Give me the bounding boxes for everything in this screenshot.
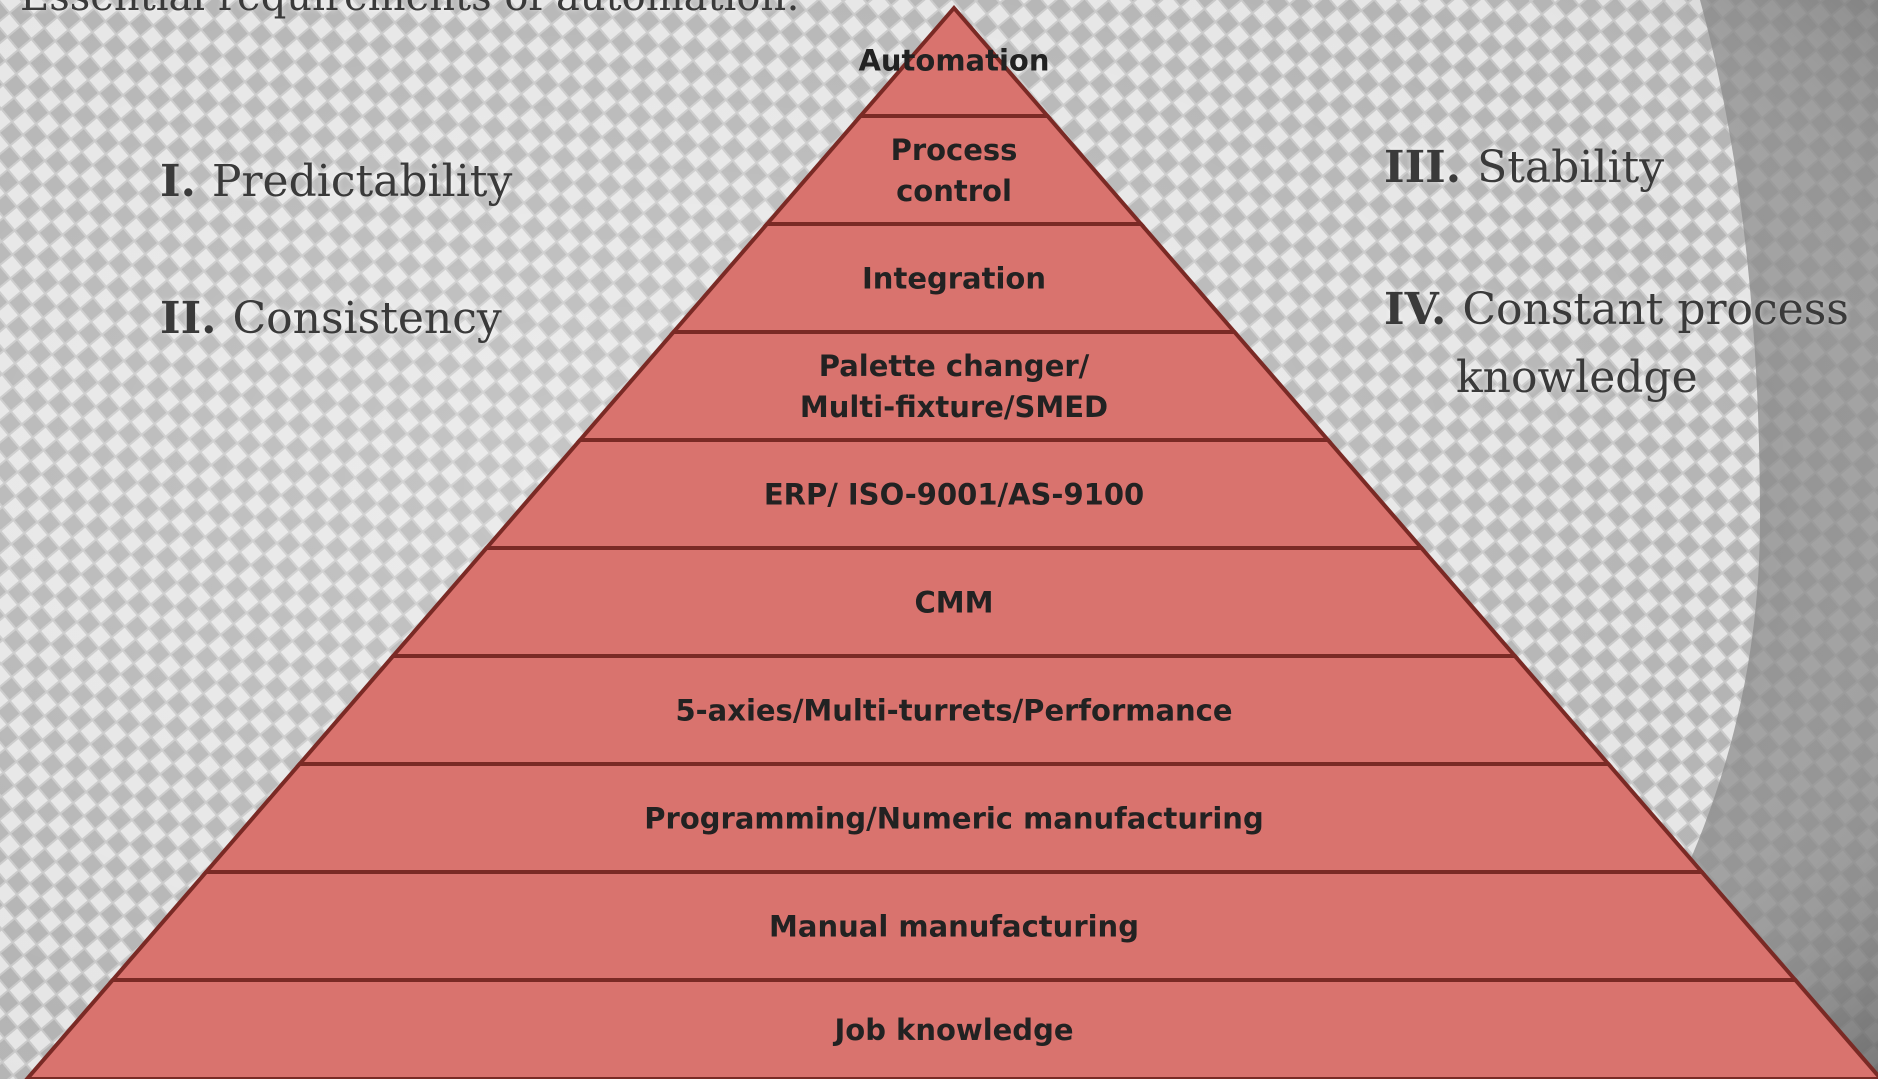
requirement-text: Constant process <box>1462 284 1849 335</box>
pyramid-level-label: CMM <box>915 585 994 619</box>
pyramid-level-label: Integration <box>862 261 1046 295</box>
requirement-text: Predictability <box>211 156 513 207</box>
pyramid-level-5-axies-multi-turrets-performance: 5-axies/Multi-turrets/Performance <box>295 654 1613 766</box>
requirement-stability: III. Stability <box>1384 134 1664 202</box>
pyramid-level-label: Manual manufacturing <box>769 909 1139 943</box>
pyramid-level-label: Job knowledge <box>832 1013 1073 1047</box>
pyramid-level-label: ERP/ ISO-9001/AS-9100 <box>764 477 1144 511</box>
pyramid-level-automation: Automation <box>856 4 1052 118</box>
pyramid-level-palette-changer-multi-fixture-smed: Palette changer/Multi-fixture/SMED <box>575 330 1333 442</box>
requirement-numeral: IV. <box>1384 284 1447 335</box>
pyramid-level-shape <box>24 978 1878 1079</box>
pyramid-level-job-knowledge: Job knowledge <box>24 978 1878 1079</box>
pyramid-level-label: Process <box>891 133 1018 167</box>
requirement-text: Stability <box>1477 142 1665 193</box>
pyramid-level-label: Programming/Numeric manufacturing <box>644 801 1263 835</box>
pyramid-level-cmm: CMM <box>388 546 1520 658</box>
pyramid-level-integration: Integration <box>669 222 1239 334</box>
requirement-numeral: III. <box>1384 142 1462 193</box>
requirement-consistency: II. Consistency <box>160 285 502 353</box>
pyramid-level-process-control: Process control <box>762 114 1146 226</box>
diagram-heading: Essential requirements of automation: <box>20 0 800 20</box>
requirement-predictability: I. Predictability <box>160 148 512 216</box>
pyramid-level-label: Automation <box>858 43 1049 77</box>
requirement-text: Consistency <box>232 293 502 344</box>
pyramid-level-label: Palette changer/ <box>819 349 1090 383</box>
pyramid-level-label: control <box>896 174 1012 208</box>
requirement-numeral: II. <box>160 293 217 344</box>
pyramid-level-erp-iso-9001-as-9100: ERP/ ISO-9001/AS-9100 <box>482 438 1426 550</box>
pyramid-level-label: Multi-fixture/SMED <box>800 390 1108 424</box>
requirement-text-continuation: knowledge <box>1456 352 1698 403</box>
requirement-constant-process-knowledge: IV. Constant process knowledge <box>1384 276 1849 412</box>
pyramid-level-manual-manufacturing: Manual manufacturing <box>108 870 1800 982</box>
pyramid-level-label: 5-axies/Multi-turrets/Performance <box>675 693 1232 727</box>
requirement-numeral: I. <box>160 156 196 207</box>
pyramid-level-programming-numeric-manufacturing: Programming/Numeric manufacturing <box>201 762 1707 874</box>
